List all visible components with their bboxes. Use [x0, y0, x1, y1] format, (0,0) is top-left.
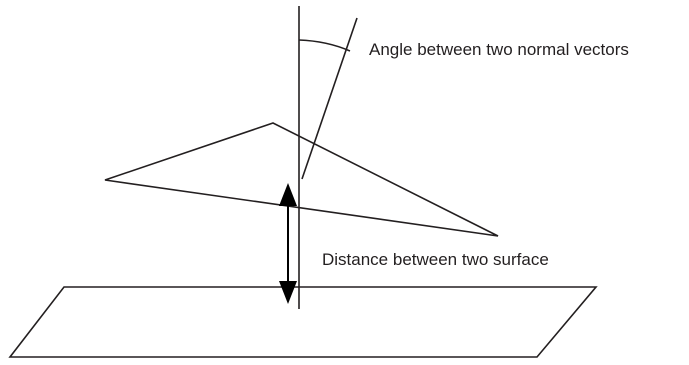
- tilted-normal-vector: [301, 17, 358, 180]
- distance-arrow-head-bottom: [279, 281, 297, 304]
- upper-surface: [104, 122, 499, 237]
- distance-label: Distance between two surface: [322, 250, 549, 269]
- angle-arc: [298, 39, 351, 52]
- distance-arrow-head-top: [279, 183, 297, 206]
- angle-label: Angle between two normal vectors: [369, 40, 629, 59]
- lower-surface: [8, 286, 598, 358]
